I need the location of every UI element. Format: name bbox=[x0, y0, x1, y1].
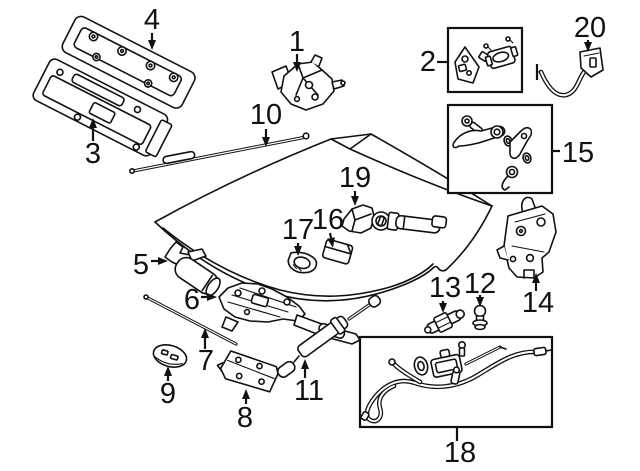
callout-14-label[interactable]: 14 bbox=[522, 287, 554, 319]
callout-1-label[interactable]: 1 bbox=[289, 26, 305, 58]
part-2-lock-hardware-kit-box bbox=[446, 26, 524, 94]
callout-2[interactable]: 2 bbox=[420, 46, 448, 78]
callout-3-label[interactable]: 3 bbox=[85, 138, 101, 170]
part-19-lock-cylinder bbox=[341, 204, 448, 234]
callout-5[interactable]: 5 bbox=[133, 249, 168, 281]
callout-6-label[interactable]: 6 bbox=[184, 284, 200, 316]
callout-8-label[interactable]: 8 bbox=[237, 402, 253, 434]
callout-19[interactable]: 19 bbox=[339, 162, 371, 206]
callout-15-label[interactable]: 15 bbox=[562, 137, 594, 169]
callout-20-label[interactable]: 20 bbox=[574, 12, 606, 44]
part-16-switch-rectangular bbox=[321, 238, 354, 265]
part-7-actuating-rod-short bbox=[143, 294, 238, 346]
part-18-emergency-release-cable-kit-box bbox=[358, 335, 554, 429]
callout-13-label[interactable]: 13 bbox=[429, 272, 461, 304]
part-11-gas-strut bbox=[276, 294, 382, 378]
callout-12-label[interactable]: 12 bbox=[464, 268, 496, 300]
callout-7[interactable]: 7 bbox=[198, 328, 214, 377]
callout-19-label[interactable]: 19 bbox=[339, 162, 371, 194]
callout-9-label[interactable]: 9 bbox=[160, 378, 176, 410]
callout-12[interactable]: 12 bbox=[464, 268, 496, 307]
part-14-hinge-bracket bbox=[496, 196, 557, 279]
callout-4-label[interactable]: 4 bbox=[144, 4, 160, 36]
part-20-micro-switch-with-cable bbox=[535, 47, 604, 98]
callout-8[interactable]: 8 bbox=[237, 389, 253, 434]
callout-13[interactable]: 13 bbox=[429, 272, 461, 313]
callout-1[interactable]: 1 bbox=[289, 26, 305, 72]
callout-18[interactable]: 18 bbox=[444, 428, 476, 469]
callout-3[interactable]: 3 bbox=[85, 118, 101, 170]
callout-10-label[interactable]: 10 bbox=[250, 99, 282, 131]
callout-17[interactable]: 17 bbox=[282, 214, 314, 256]
part-13-pivot-pin bbox=[424, 309, 465, 334]
part-8-mounting-bracket bbox=[216, 350, 279, 393]
part-17-switch-oval bbox=[287, 251, 318, 274]
callout-2-label[interactable]: 2 bbox=[420, 46, 436, 78]
part-12-ball-stud bbox=[472, 304, 488, 331]
part-5-drive-motor bbox=[164, 241, 221, 297]
callout-10[interactable]: 10 bbox=[250, 99, 282, 147]
callout-16-label[interactable]: 16 bbox=[312, 204, 344, 236]
part-9-oval-grommet-emblem bbox=[152, 344, 188, 368]
callout-7-label[interactable]: 7 bbox=[198, 345, 214, 377]
callout-6[interactable]: 6 bbox=[184, 284, 217, 316]
part-4-trim-panel-upper bbox=[61, 15, 196, 109]
callout-16[interactable]: 16 bbox=[312, 204, 344, 248]
callout-5-label[interactable]: 5 bbox=[133, 249, 149, 281]
callout-11[interactable]: 11 bbox=[294, 359, 324, 407]
callout-18-label[interactable]: 18 bbox=[444, 437, 476, 469]
callout-9[interactable]: 9 bbox=[160, 366, 176, 410]
callout-11-label[interactable]: 11 bbox=[294, 375, 324, 407]
callout-17-label[interactable]: 17 bbox=[282, 214, 314, 246]
callout-15[interactable]: 15 bbox=[552, 137, 594, 169]
callout-14[interactable]: 14 bbox=[522, 273, 554, 319]
part-1-trunk-lock-actuator bbox=[271, 54, 346, 111]
callout-4[interactable]: 4 bbox=[144, 4, 160, 50]
part-10-actuating-rod-long bbox=[129, 132, 310, 175]
part-15-latch-lever-kit-box bbox=[446, 103, 554, 195]
callout-20[interactable]: 20 bbox=[574, 12, 606, 52]
